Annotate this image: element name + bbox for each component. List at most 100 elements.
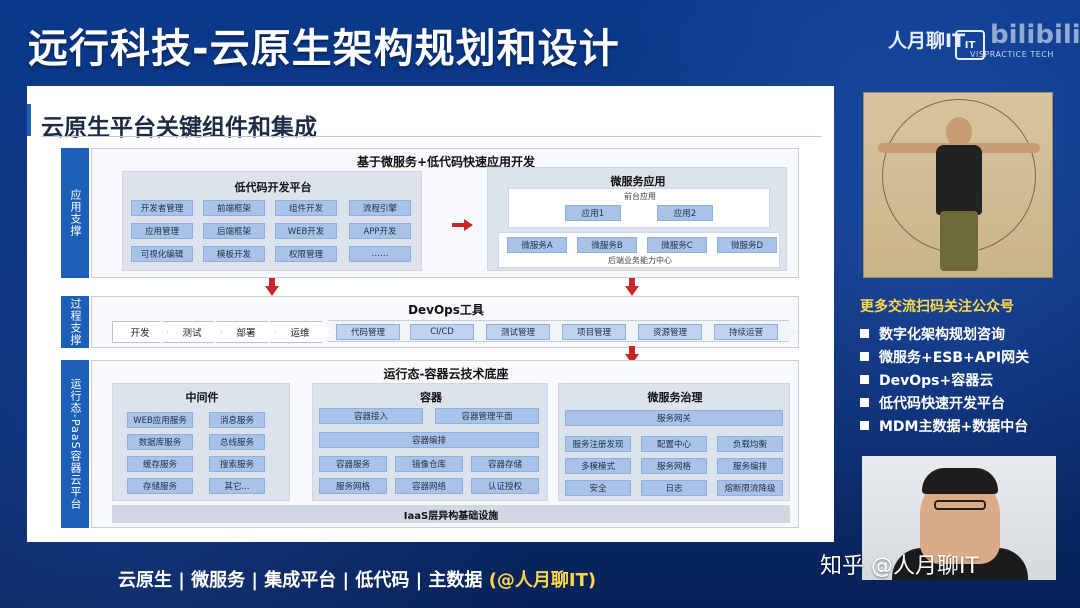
iaas-base-bar: IaaS层异构基础设施 [112,505,790,523]
footer-tags: 云原生 | 微服务 | 集成平台 | 低代码 | 主数据 (@人月聊IT) [118,566,596,592]
chip-lowcode: 组件开发 [275,200,337,216]
chip-container: 镜像仓库 [395,456,463,472]
chip-app: 应用1 [565,205,621,221]
chip-service: 微服务B [577,237,637,253]
chip-lowcode: 流程引擎 [349,200,411,216]
governance-panel: 微服务治理 服务网关 服务注册发现 配置中心 负载均衡 多模模式 服务网格 服务… [558,383,790,501]
backend-services-box: 微服务A 微服务B 微服务C 微服务D 后端业务能力中心 [498,232,780,268]
chip-lowcode: WEB开发 [275,223,337,239]
list-item: 微服务+ESB+API网关 [860,345,1029,368]
governance-title: 微服务治理 [559,389,791,405]
frontend-label: 前台应用 [509,191,771,202]
chip-app: 应用2 [657,205,713,221]
photo-head-shape [946,117,972,147]
chip-governance: 多模模式 [565,458,631,474]
runtime-title: 运行态-容器云技术底座 [92,365,800,382]
chip-devops-tool: 资源管理 [638,324,702,340]
photo-legs-shape [940,211,978,271]
chip-service: 微服务A [507,237,567,253]
chip-lowcode: 模板开发 [203,246,265,262]
side-tab-process-support: 过程支撑 [61,296,89,348]
bullet-square-icon [860,329,869,338]
container-panel: 容器 容器接入 容器管理平面 容器编排 容器服务 镜像仓库 容器存储 服务网格 … [312,383,548,501]
chip-lowcode: 应用管理 [131,223,193,239]
chip-middleware: WEB应用服务 [127,412,193,428]
chip-governance: 熔断限流降级 [717,480,783,496]
chip-lowcode: …… [349,246,411,262]
chip-devops-tool: 测试管理 [486,324,550,340]
chip-middleware: 数据库服务 [127,434,193,450]
frontend-apps-box: 前台应用 应用1 应用2 [508,188,770,228]
chip-container: 认证授权 [471,478,539,494]
middleware-title: 中间件 [113,389,291,405]
step-test: 测试 [162,321,222,343]
chip-devops-tool: CI/CD [410,324,474,340]
step-dev: 开发 [112,321,168,343]
bullet-square-icon [860,398,869,407]
arrow-down-icon [265,286,279,296]
service-bullet-list: 数字化架构规划咨询 微服务+ESB+API网关 DevOps+容器云 低代码快速… [860,322,1029,437]
footer-tag-text: 云原生 | 微服务 | 集成平台 | 低代码 | 主数据 [118,570,489,591]
footer-handle: (@人月聊IT) [489,570,596,591]
chip-governance: 服务网关 [565,410,783,426]
chip-lowcode: 前端框架 [203,200,265,216]
list-item: DevOps+容器云 [860,368,1029,391]
list-item: 数字化架构规划咨询 [860,322,1029,345]
chip-container: 服务网格 [319,478,387,494]
list-item: MDM主数据+数据中台 [860,414,1029,437]
presenter-hair-shape [922,468,998,494]
presenter-glasses-shape [934,500,986,510]
brand-subtitle: VISPRACTICE TECH [970,50,1054,59]
process-support-section: DevOps工具 开发 测试 部署 运维 代码管理 CI/CD 测试管理 项目管… [91,296,799,348]
devops-title: DevOps工具 [92,301,800,318]
chip-governance: 配置中心 [641,436,707,452]
chip-container: 容器编排 [319,432,539,448]
chip-governance: 安全 [565,480,631,496]
chip-middleware: 搜索服务 [209,456,265,472]
slide-divider [41,136,821,137]
photo-body-shape [936,145,982,215]
side-tab-runtime: 运行态-PaaS容器云平台 [61,360,89,528]
chip-devops-tool: 项目管理 [562,324,626,340]
chip-lowcode: APP开发 [349,223,411,239]
chip-devops-tool: 代码管理 [336,324,400,340]
arrow-down-icon [625,286,639,296]
runtime-section: 运行态-容器云技术底座 中间件 WEB应用服务 消息服务 数据库服务 总线服务 … [91,360,799,528]
chip-middleware: 消息服务 [209,412,265,428]
microservice-app-panel: 微服务应用 前台应用 应用1 应用2 微服务A 微服务B 微服务C 微服务D 后… [487,167,787,271]
chip-container: 容器存储 [471,456,539,472]
chip-container: 容器管理平面 [435,408,539,424]
side-tab-app-support: 应用支撑 [61,148,89,278]
chip-middleware: 存储服务 [127,478,193,494]
slide-panel: 云原生平台关键组件和集成 应用支撑 基于微服务+低代码快速应用开发 低代码开发平… [27,86,834,542]
middleware-panel: 中间件 WEB应用服务 消息服务 数据库服务 总线服务 缓存服务 搜索服务 存储… [112,383,290,501]
chip-governance: 服务注册发现 [565,436,631,452]
chip-middleware: 总线服务 [209,434,265,450]
bilibili-watermark: bilibili [990,20,1080,50]
chip-middleware: 其它... [209,478,265,494]
bullet-square-icon [860,421,869,430]
chip-governance: 服务编排 [717,458,783,474]
lowcode-title: 低代码开发平台 [123,179,423,195]
step-ops: 运维 [270,321,330,343]
slide-header-accent [27,104,31,136]
chip-container: 容器接入 [319,408,423,424]
container-title: 容器 [313,389,549,405]
chip-service: 微服务C [647,237,707,253]
app-support-section: 基于微服务+低代码快速应用开发 低代码开发平台 开发者管理 前端框架 组件开发 … [91,148,799,278]
lowcode-platform-panel: 低代码开发平台 开发者管理 前端框架 组件开发 流程引擎 应用管理 后端框架 W… [122,171,422,271]
zhihu-watermark: 知乎 @人月聊IT [820,548,979,580]
chip-governance: 日志 [641,480,707,496]
bullet-square-icon [860,375,869,384]
chip-governance: 负载均衡 [717,436,783,452]
chip-service: 微服务D [717,237,777,253]
brand-name: 人月聊IT [888,26,965,53]
page-title: 远行科技-云原生架构规划和设计 [28,16,620,74]
chip-governance: 服务网格 [641,458,707,474]
chip-lowcode: 开发者管理 [131,200,193,216]
backend-label: 后端业务能力中心 [499,255,781,266]
bullet-square-icon [860,352,869,361]
step-deploy: 部署 [216,321,276,343]
list-item: 低代码快速开发平台 [860,391,1029,414]
microservice-app-title: 微服务应用 [488,173,788,189]
